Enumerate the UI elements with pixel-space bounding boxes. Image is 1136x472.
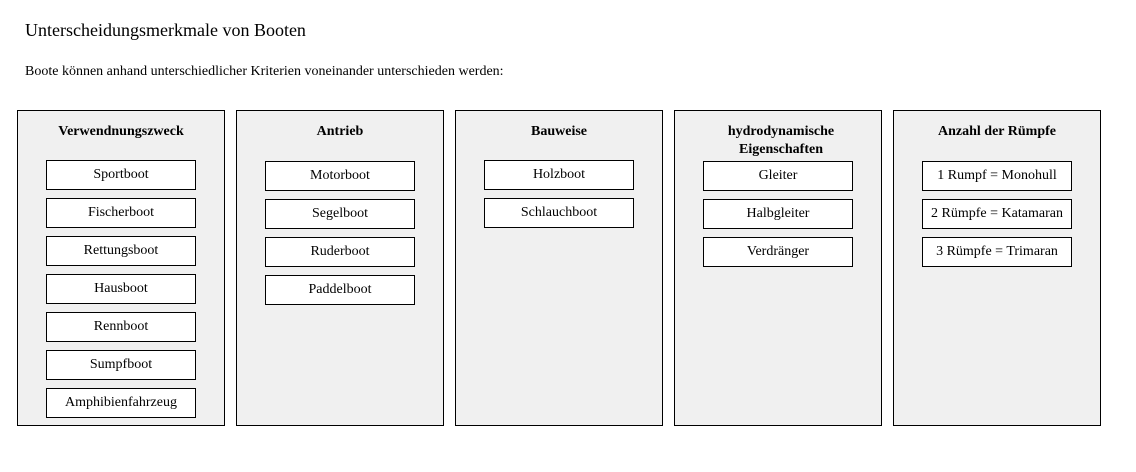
category-item: Rennboot (46, 312, 196, 342)
category-item: Gleiter (703, 161, 853, 191)
category-item: Amphibienfahrzeug (46, 388, 196, 418)
category-item: Halbgleiter (703, 199, 853, 229)
category-item: Hausboot (46, 274, 196, 304)
category-item: Holzboot (484, 160, 634, 190)
category-item: Segelboot (265, 199, 415, 229)
category-items: Motorboot Segelboot Ruderboot Paddelboot (265, 161, 415, 313)
category-item: Sumpfboot (46, 350, 196, 380)
category-item: 3 Rümpfe = Trimaran (922, 237, 1072, 267)
category-antrieb: Antrieb Motorboot Segelboot Ruderboot Pa… (236, 110, 444, 426)
category-items: Sportboot Fischerboot Rettungsboot Hausb… (46, 160, 196, 426)
category-title: Verwendnungszweck (58, 124, 184, 139)
category-items: Gleiter Halbgleiter Verdränger (703, 161, 853, 275)
category-title: Antrieb (316, 124, 364, 139)
category-verwendungszweck: Verwendnungszweck Sportboot Fischerboot … (17, 110, 225, 426)
category-item: Schlauchboot (484, 198, 634, 228)
category-title: Anzahl der Rümpfe (938, 124, 1056, 139)
category-item: Sportboot (46, 160, 196, 190)
category-item: Paddelboot (265, 275, 415, 305)
category-bauweise: Bauweise Holzboot Schlauchboot (455, 110, 663, 426)
category-anzahl-der-ruempfe: Anzahl der Rümpfe 1 Rumpf = Monohull 2 R… (893, 110, 1101, 426)
category-item: 2 Rümpfe = Katamaran (922, 199, 1072, 229)
intro-text: Boote können anhand unterschiedlicher Kr… (25, 64, 504, 79)
category-items: 1 Rumpf = Monohull 2 Rümpfe = Katamaran … (922, 161, 1072, 275)
category-hydrodynamische-eigenschaften: hydrodynamische Eigenschaften Gleiter Ha… (674, 110, 882, 426)
category-title: hydrodynamische Eigenschaften (727, 124, 835, 157)
page-title: Unterscheidungsmerkmale von Booten (25, 20, 306, 40)
category-item: Fischerboot (46, 198, 196, 228)
category-items: Holzboot Schlauchboot (484, 160, 634, 236)
category-item: Verdränger (703, 237, 853, 267)
category-item: Motorboot (265, 161, 415, 191)
category-title: Bauweise (531, 124, 587, 139)
category-item: Rettungsboot (46, 236, 196, 266)
category-item: Ruderboot (265, 237, 415, 267)
category-item: 1 Rumpf = Monohull (922, 161, 1072, 191)
